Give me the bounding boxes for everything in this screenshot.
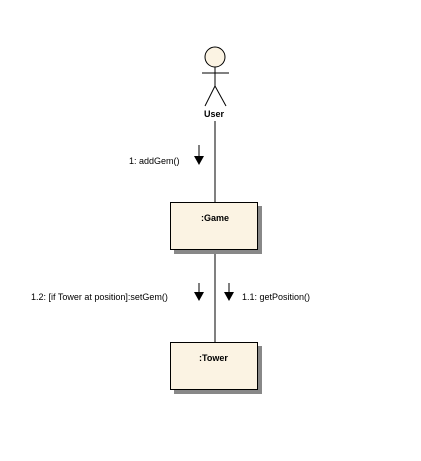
message-arrow-down-icon (224, 283, 234, 301)
message-arrow-down-icon (194, 145, 204, 165)
object-label: :Tower (199, 353, 228, 363)
object-game[interactable]: :Game (170, 202, 258, 250)
message-label-set-gem: 1.2: [if Tower at position]:setGem() (31, 292, 168, 302)
object-label: :Game (201, 213, 230, 223)
actor-label: User (204, 109, 225, 119)
actor-user-icon[interactable] (202, 46, 229, 107)
message-label-add-gem: 1: addGem() (129, 156, 180, 166)
message-label-get-position: 1.1: getPosition() (242, 292, 311, 302)
message-arrow-down-icon (194, 283, 204, 301)
object-tower[interactable]: :Tower (170, 342, 258, 390)
